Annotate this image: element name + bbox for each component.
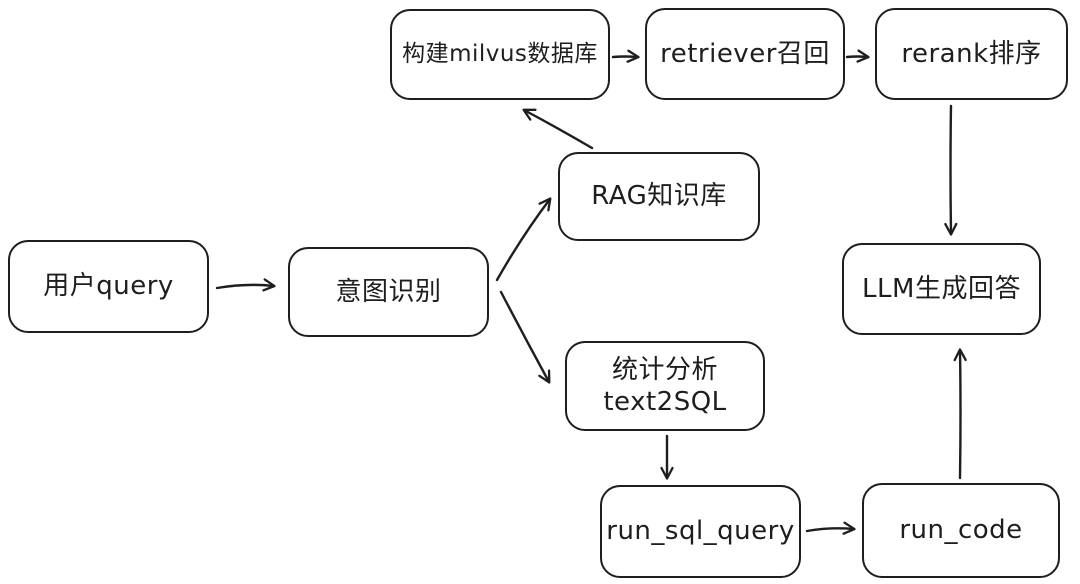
node-run-sql-query-label: run_sql_query — [606, 516, 795, 547]
node-rag-knowledge-base: RAG知识库 — [558, 152, 760, 241]
node-rerank-sort: rerank排序 — [875, 8, 1068, 100]
node-stats-text2sql-label: 统计分析 text2SQL — [603, 354, 727, 418]
node-rerank-sort-label: rerank排序 — [901, 38, 1042, 69]
edge-milvus-to-retriever — [611, 49, 640, 63]
edge-rag-to-milvus — [522, 108, 594, 150]
node-stats-text2sql: 统计分析 text2SQL — [565, 341, 765, 431]
node-user-query: 用户query — [8, 240, 209, 333]
edge-rerank-to-llm — [944, 104, 958, 236]
node-retriever-recall-label: retriever召回 — [660, 38, 830, 69]
edge-user-query-to-intent — [215, 278, 276, 292]
edge-runcode-to-llm — [953, 348, 967, 480]
node-build-milvus-db-label: 构建milvus数据库 — [402, 41, 598, 68]
node-llm-generate-answer: LLM生成回答 — [842, 243, 1041, 335]
node-run-code: run_code — [862, 483, 1060, 578]
node-intent-recognition-label: 意图识别 — [335, 276, 442, 307]
node-llm-generate-answer-label: LLM生成回答 — [862, 273, 1021, 304]
node-build-milvus-db: 构建milvus数据库 — [390, 9, 610, 100]
edge-retriever-to-rerank — [845, 49, 870, 63]
node-retriever-recall: retriever召回 — [645, 8, 845, 100]
node-user-query-label: 用户query — [43, 271, 174, 302]
edge-intent-to-rag — [495, 197, 552, 282]
edge-intent-to-stats — [499, 290, 551, 384]
node-rag-knowledge-base-label: RAG知识库 — [591, 181, 727, 212]
edge-runsql-to-runcode — [805, 521, 856, 535]
node-run-sql-query: run_sql_query — [600, 485, 801, 578]
node-run-code-label: run_code — [899, 515, 1023, 546]
node-intent-recognition: 意图识别 — [288, 247, 489, 337]
